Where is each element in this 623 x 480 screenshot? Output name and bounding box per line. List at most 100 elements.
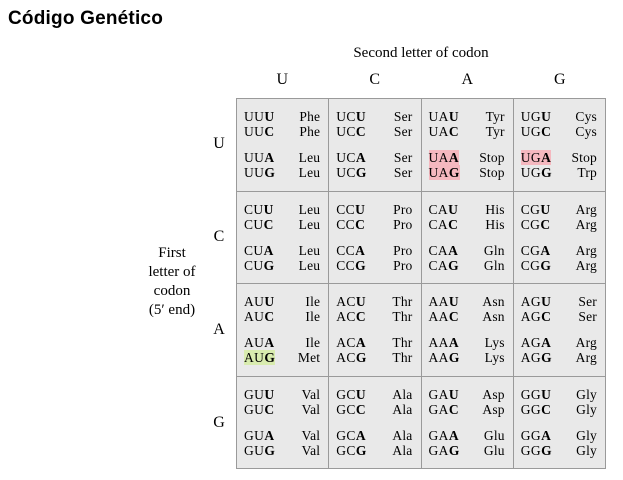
codon-first-two: UU (244, 150, 265, 166)
amino-acid-label: Gly (576, 427, 597, 443)
codon-third-letter: U (448, 201, 459, 217)
codon-first-two: GU (244, 386, 265, 402)
codon-triplet: AAA (429, 335, 459, 350)
amino-acid-label: Pro (393, 216, 413, 232)
codon-first-two: AG (520, 309, 542, 325)
codon-third-letter: C (264, 124, 275, 140)
codon-third-letter: G (540, 257, 552, 273)
codon-first-two: CU (244, 257, 264, 273)
amino-acid-label: Thr (392, 309, 413, 325)
codon-triplet: GGA (521, 428, 551, 443)
amino-acid-label: Ala (392, 401, 413, 417)
amino-acid-label: Ile (305, 294, 321, 310)
codon-first-two: AU (244, 335, 265, 351)
amino-acid-label: Ser (393, 165, 413, 181)
codon-first-two: GC (336, 386, 356, 402)
codon-triplet: CCC (336, 217, 365, 232)
codon-entry: UAG Stop (428, 165, 507, 181)
amino-acid-label: Thr (392, 294, 413, 310)
codon-third-letter: A (448, 335, 459, 351)
codon-triplet: ACA (336, 335, 366, 350)
codon-third-letter: G (541, 442, 552, 458)
codon-triplet: UUU (244, 109, 274, 124)
codon-first-two: UC (336, 109, 356, 125)
amino-acid-label: Arg (575, 216, 597, 232)
codon-third-letter: U (355, 201, 366, 217)
codon-third-letter: A (263, 242, 274, 258)
codon-third-letter: A (448, 150, 459, 166)
row-header-a: A (213, 320, 225, 338)
codon-triplet: AUU (244, 294, 274, 309)
codon-triplet: AAC (429, 309, 459, 324)
codon-entry: CCC Pro (336, 217, 414, 232)
codon-triplet: UAA (428, 150, 459, 166)
codon-first-two: GC (336, 442, 356, 458)
row-header-c: C (213, 228, 225, 246)
amino-acid-label: Cys (575, 109, 597, 125)
codon-third-letter: A (264, 335, 275, 351)
page-title: Código Genético (8, 8, 163, 29)
codon-triplet: CGU (521, 202, 551, 217)
codon-third-letter: C (540, 216, 551, 232)
codon-third-letter: G (264, 165, 276, 181)
codon-third-letter: A (448, 427, 459, 443)
codon-first-two: CG (520, 257, 541, 273)
codon-first-two: GC (336, 427, 356, 443)
codon-third-letter: A (448, 242, 459, 258)
codon-triplet: UAG (428, 165, 460, 181)
codon-triplet: AUC (244, 309, 274, 324)
codon-first-two: CA (428, 201, 449, 217)
codon-third-letter: G (355, 350, 367, 366)
amino-acid-label: Tyr (485, 109, 505, 125)
codon-first-two: CG (520, 242, 541, 258)
amino-acid-label: Pro (393, 201, 413, 217)
codon-first-two: CU (244, 201, 264, 217)
amino-acid-label: Asn (482, 309, 505, 325)
codon-third-letter: U (541, 109, 552, 125)
amino-acid-label: Cys (575, 124, 597, 140)
codon-third-letter: C (448, 124, 459, 140)
codon-triplet: CGA (521, 243, 551, 258)
codon-triplet: CUA (244, 243, 274, 258)
codon-triplet: CUG (244, 258, 274, 273)
codon-triplet: UCU (336, 109, 366, 124)
codon-first-two: GG (520, 442, 542, 458)
codon-third-letter: G (264, 442, 276, 458)
amino-acid-label: Glu (483, 427, 505, 443)
stop-label: Stop (479, 165, 505, 181)
codon-first-two: GG (520, 401, 542, 417)
codon-triplet: GCC (336, 402, 366, 417)
codon-triplet: CAC (429, 217, 459, 232)
codon-third-letter: A (355, 335, 366, 351)
codon-third-letter: A (355, 427, 366, 443)
codon-first-two: UG (520, 150, 542, 166)
codon-entry: GCC Ala (336, 402, 414, 417)
amino-acid-label: Ser (393, 150, 413, 166)
amino-acid-label: His (485, 216, 505, 232)
